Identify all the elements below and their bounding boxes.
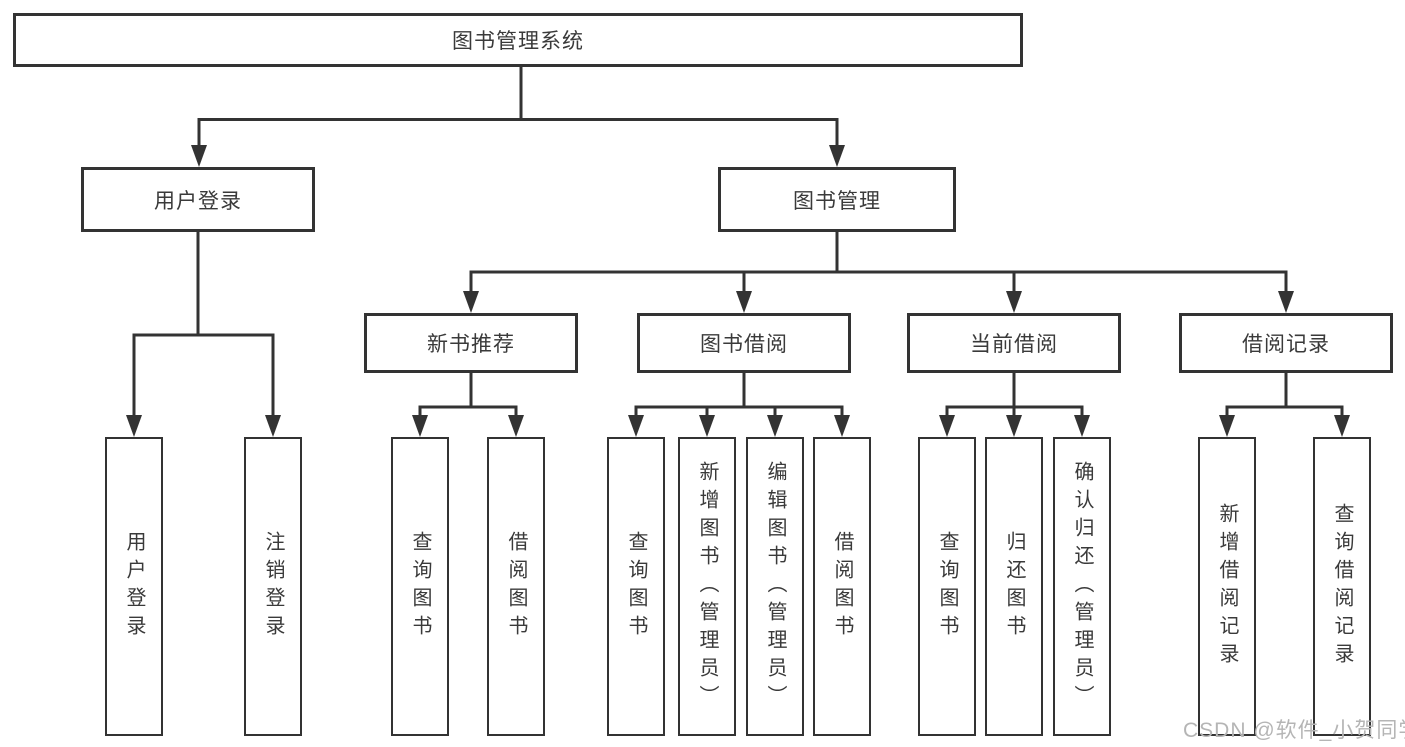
leaf-confirm-return-admin: 确认归还（管理员） (1053, 437, 1111, 736)
leaf-add-borrow-record: 新增借阅记录 (1198, 437, 1256, 736)
root-node-library-management-system: 图书管理系统 (13, 13, 1023, 67)
node-user-login: 用户登录 (81, 167, 315, 232)
leaf-query-books-borrowing: 查询图书 (607, 437, 665, 736)
leaf-user-login: 用户登录 (105, 437, 163, 736)
arrowheads (126, 145, 1350, 437)
node-borrowing-records: 借阅记录 (1179, 313, 1393, 373)
node-current-borrowing: 当前借阅 (907, 313, 1121, 373)
leaf-query-borrow-record: 查询借阅记录 (1313, 437, 1371, 736)
node-book-management: 图书管理 (718, 167, 956, 232)
leaf-query-books-recommend: 查询图书 (391, 437, 449, 736)
leaf-logout: 注销登录 (244, 437, 302, 736)
csdn-watermark: CSDN @软件_小贺同学 (1183, 719, 1405, 742)
leaf-edit-books-admin: 编辑图书（管理员） (746, 437, 804, 736)
leaf-return-books: 归还图书 (985, 437, 1043, 736)
leaf-borrow-books-recommend: 借阅图书 (487, 437, 545, 736)
node-new-book-recommendation: 新书推荐 (364, 313, 578, 373)
leaf-add-books-admin: 新增图书（管理员） (678, 437, 736, 736)
node-book-borrowing: 图书借阅 (637, 313, 851, 373)
leaf-borrow-books: 借阅图书 (813, 437, 871, 736)
leaf-query-books-current: 查询图书 (918, 437, 976, 736)
